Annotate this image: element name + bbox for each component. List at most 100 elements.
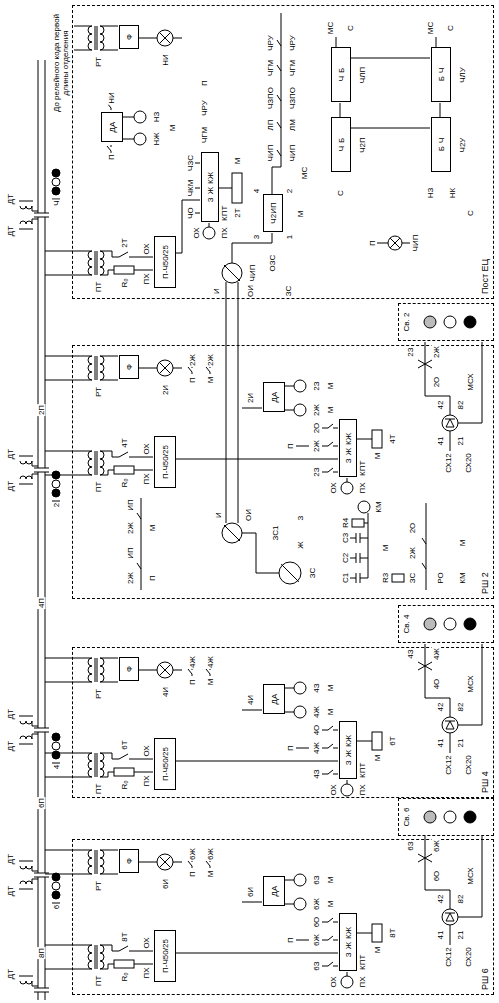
winding-symbol — [100, 451, 104, 475]
wire — [32, 206, 38, 211]
insulated-joint — [34, 992, 49, 993]
winding-symbol — [100, 658, 104, 682]
wire — [350, 128, 430, 129]
node-text: Св. 6 — [402, 808, 411, 827]
relay-contact — [322, 726, 333, 730]
circuit-label: 6Ж — [312, 933, 321, 947]
core-line — [95, 850, 96, 874]
circuit-label: П — [286, 442, 295, 450]
relay-contact — [100, 753, 128, 759]
bus-wire — [141, 498, 142, 590]
winding-symbol — [88, 356, 92, 380]
core-line — [97, 850, 98, 874]
wire — [32, 866, 38, 871]
circuit-label: Ч2У — [458, 137, 467, 154]
node-text: П-Ч50/25 — [161, 245, 170, 279]
circuit-label: 6О — [312, 916, 321, 929]
circuit-label: ОХ — [329, 975, 338, 988]
wire — [100, 380, 118, 381]
wire — [45, 969, 92, 970]
circuit-label: 2Ж — [312, 403, 321, 417]
led-symbol — [445, 721, 455, 722]
circuit-label: 3 — [252, 234, 261, 240]
circuit-label: ОХ — [329, 783, 338, 796]
circuit-label: 2Ж — [188, 353, 197, 367]
connector-wire — [175, 200, 200, 253]
circuit-label: 6О — [432, 870, 441, 883]
circuit-label: 4З — [406, 648, 415, 659]
note-text: До релейного кода первой длины отделения — [52, 5, 70, 122]
resistor-symbol — [114, 466, 134, 474]
lamp-symbol — [390, 238, 400, 248]
circuit-label: 6Ж — [432, 839, 441, 853]
wire — [100, 270, 114, 275]
wire — [356, 741, 372, 742]
repeater-symbol — [222, 263, 242, 283]
circuit-label: М — [233, 157, 242, 166]
circuit-label: ПТ — [94, 281, 103, 294]
circuit-label: 4Ж — [312, 705, 321, 719]
circuit-label: МС — [300, 166, 309, 180]
circuit-label: ЧЗПО — [288, 86, 297, 110]
node-text: ДА — [270, 886, 279, 897]
signal-lamp — [52, 733, 60, 741]
core-line — [19, 889, 33, 890]
wire — [272, 167, 281, 195]
circuit-label: ЛП — [266, 119, 275, 132]
wire — [347, 478, 348, 482]
code-transmitter: КПТЗЖКЖ — [339, 721, 357, 779]
transmitter-ring — [341, 482, 353, 494]
relay-contact — [322, 962, 333, 966]
core-line — [97, 26, 98, 50]
wire — [356, 933, 372, 934]
relay-contact — [100, 451, 128, 457]
rail — [38, 217, 39, 468]
circuit-label: 2Ж — [432, 345, 441, 359]
circuit-label: ОХ — [142, 242, 151, 255]
relay-contact — [111, 145, 112, 147]
coil-symbol — [294, 874, 306, 886]
cross-wire — [418, 854, 432, 862]
signal-lamp — [464, 811, 476, 823]
circuit-label: П — [148, 574, 157, 582]
wire — [100, 682, 118, 683]
circuit-label: ПХ — [142, 774, 151, 787]
cable-terminal: БЧ — [431, 47, 451, 102]
led-symbol — [446, 913, 454, 921]
circuit-label: 4Ж — [432, 647, 441, 661]
relay-contact — [422, 563, 426, 569]
circuit-label: ПХ — [220, 226, 229, 239]
track-relay: П-Ч50/25 — [154, 738, 176, 790]
core-line — [19, 456, 33, 457]
lamp-symbol — [157, 360, 173, 376]
wire — [242, 710, 262, 711]
repeater-symbol — [224, 525, 240, 541]
signal-lamp — [424, 316, 436, 328]
wire — [129, 457, 153, 458]
winding-symbol — [100, 356, 104, 380]
winding-symbol — [100, 945, 104, 969]
wire — [173, 368, 182, 369]
circuit-label: ОХ — [142, 744, 151, 757]
node-text: Ч — [337, 76, 346, 81]
wire — [195, 213, 200, 214]
wire — [450, 733, 451, 753]
signal-head: Св. 2 — [398, 303, 494, 341]
cable-terminal: ЧБ — [331, 47, 351, 102]
circuit-label: М — [326, 708, 335, 717]
lamp-symbol — [159, 664, 170, 675]
node-text: Ч — [437, 138, 446, 143]
core-line — [95, 753, 96, 777]
relay-contact — [206, 669, 210, 676]
wire — [402, 243, 410, 244]
wire — [32, 879, 38, 884]
wire — [173, 670, 182, 671]
core-line — [19, 201, 33, 202]
circuit-label: 8Т — [120, 931, 129, 942]
relay-contact — [333, 472, 338, 473]
circuit-label: РО — [436, 571, 445, 584]
circuit-label: 21 — [456, 436, 465, 447]
node-text: П-Ч50/25 — [161, 747, 170, 781]
wire — [32, 461, 38, 466]
